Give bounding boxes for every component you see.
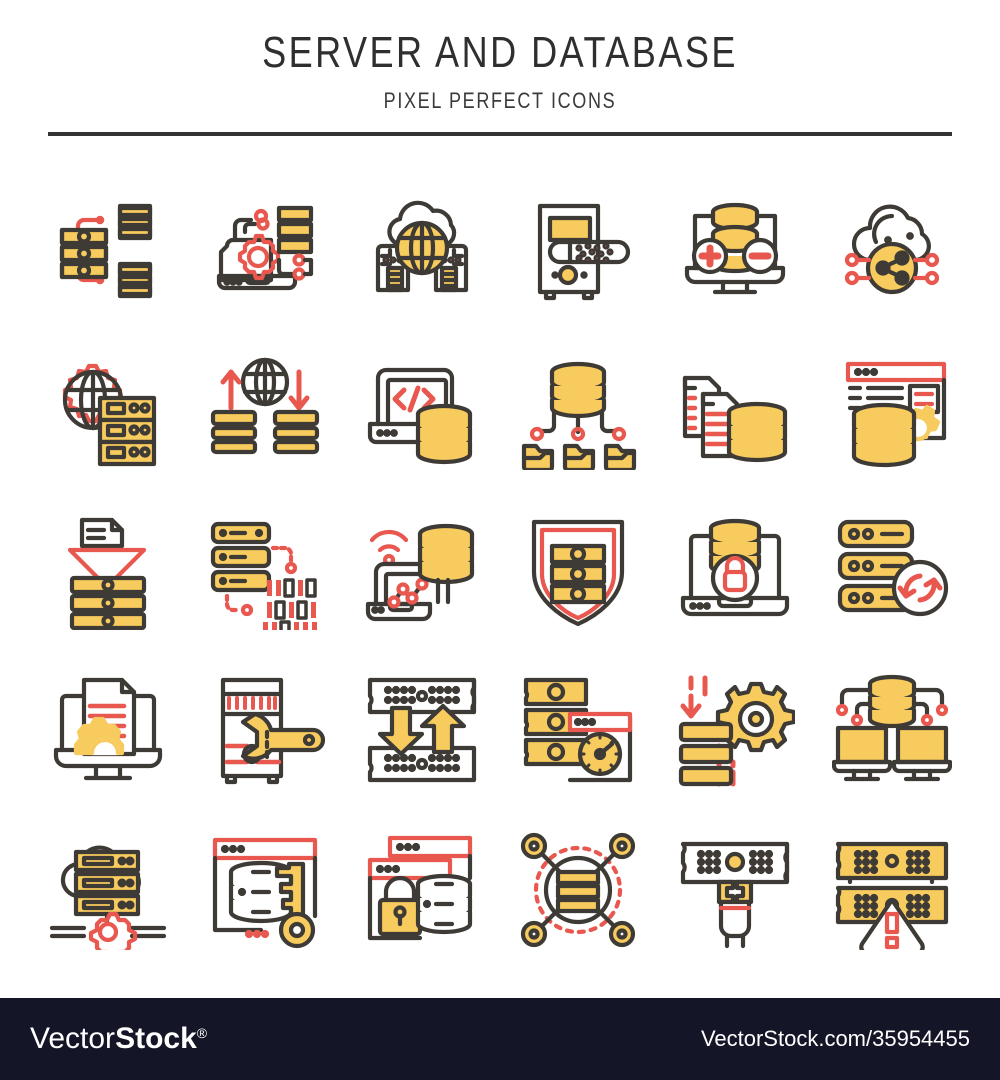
laptop-server-settings-icon[interactable] xyxy=(190,175,340,325)
page-title: SERVER AND DATABASE xyxy=(262,28,738,77)
icon-grid xyxy=(30,170,970,970)
data-transfer-globe-icon[interactable] xyxy=(190,335,340,485)
database-add-remove-monitor-icon[interactable] xyxy=(660,175,810,325)
server-power-plug-icon[interactable] xyxy=(660,815,810,965)
sheet-header: SERVER AND DATABASE PIXEL PERFECT ICONS xyxy=(0,0,1000,137)
database-dual-monitor-icon[interactable] xyxy=(817,655,967,805)
cloud-globe-datacenter-icon[interactable] xyxy=(347,175,497,325)
database-access-key-icon[interactable] xyxy=(190,815,340,965)
monitor-document-settings-icon[interactable] xyxy=(33,655,183,805)
page-subtitle: PIXEL PERFECT ICONS xyxy=(383,88,617,114)
cloud-share-network-icon[interactable] xyxy=(817,175,967,325)
server-data-migration-icon[interactable] xyxy=(347,655,497,805)
registered-trademark-icon: ® xyxy=(196,1025,208,1041)
server-tower-storage-icon[interactable] xyxy=(503,175,653,325)
server-maintenance-wrench-icon[interactable] xyxy=(190,655,340,805)
data-filter-funnel-icon[interactable] xyxy=(33,495,183,645)
database-web-config-icon[interactable] xyxy=(817,335,967,485)
brand-light-text: Vector xyxy=(30,1022,116,1055)
vectorstock-url: VectorStock.com/35954455 xyxy=(700,1026,970,1051)
database-laptop-lock-icon[interactable] xyxy=(660,495,810,645)
database-password-lock-icon[interactable] xyxy=(347,815,497,965)
database-code-laptop-icon[interactable] xyxy=(347,335,497,485)
server-network-nodes-icon[interactable] xyxy=(33,175,183,325)
server-error-warning-icon[interactable] xyxy=(817,815,967,965)
server-shield-protection-icon[interactable] xyxy=(503,495,653,645)
global-server-settings-icon[interactable] xyxy=(33,335,183,485)
header-divider xyxy=(48,132,952,137)
database-folder-tree-icon[interactable] xyxy=(503,335,653,485)
database-wireless-analytics-icon[interactable] xyxy=(347,495,497,645)
database-import-export-gear-icon[interactable] xyxy=(660,655,810,805)
server-backup-refresh-icon[interactable] xyxy=(817,495,967,645)
brand-bold-text: Stock xyxy=(115,1022,197,1055)
database-network-nodes-icon[interactable] xyxy=(503,815,653,965)
server-performance-gauge-icon[interactable] xyxy=(503,655,653,805)
cloud-server-config-icon[interactable] xyxy=(33,815,183,965)
server-binary-data-icon[interactable] xyxy=(190,495,340,645)
database-documents-copy-icon[interactable] xyxy=(660,335,810,485)
